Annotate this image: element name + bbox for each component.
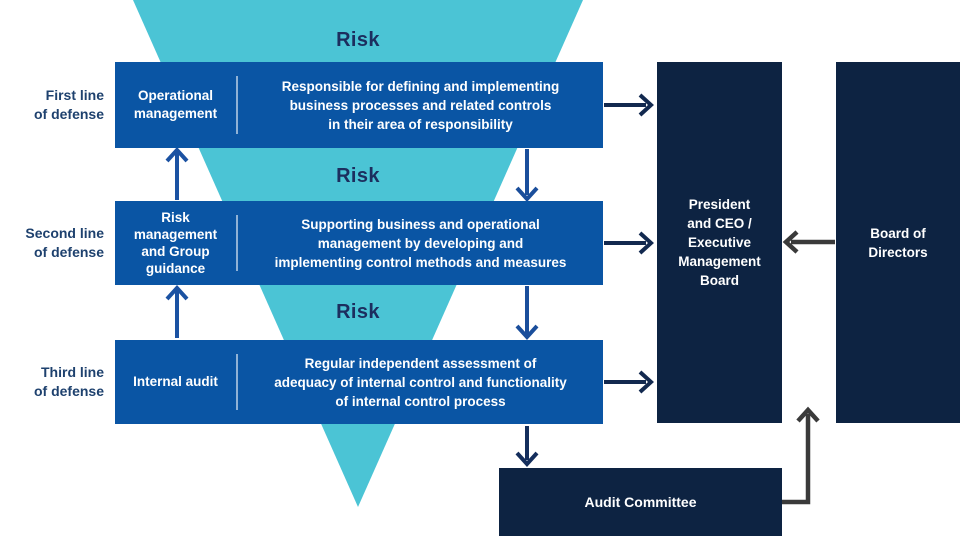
board-of-directors-box: Board of Directors bbox=[836, 62, 960, 423]
arrow-down-line1-to-line2 bbox=[515, 149, 539, 202]
defense-line-row-1: Operational management Responsible for d… bbox=[115, 62, 603, 148]
audit-committee-box: Audit Committee bbox=[499, 468, 782, 536]
row-3-title: Internal audit bbox=[133, 374, 218, 389]
arrow-left-board-to-president bbox=[782, 230, 835, 254]
row-1-title: Operational management bbox=[133, 88, 218, 121]
arrow-down-line2-to-line3 bbox=[515, 286, 539, 340]
side-label-second-line: Second line of defense bbox=[25, 225, 104, 260]
risk-label-3: Risk bbox=[336, 301, 380, 323]
row-2-description: Supporting business and operational mana… bbox=[274, 216, 567, 270]
risk-label-2: Risk bbox=[336, 165, 380, 187]
defense-line-row-3: Internal audit Regular independent asses… bbox=[115, 340, 603, 424]
arrow-up-line3-to-line2 bbox=[165, 285, 189, 338]
arrow-right-line3-to-president bbox=[604, 370, 654, 394]
divider bbox=[236, 354, 238, 410]
president-ceo-box: President and CEO / Executive Management… bbox=[657, 62, 782, 423]
divider bbox=[236, 215, 238, 271]
risk-label-1: Risk bbox=[336, 29, 380, 51]
defense-line-row-2: Risk management and Group guidance Suppo… bbox=[115, 201, 603, 285]
row-2-title: Risk management and Group guidance bbox=[133, 210, 218, 276]
side-label-third-line: Third line of defense bbox=[33, 364, 104, 399]
divider bbox=[236, 76, 238, 134]
arrow-up-line2-to-line1 bbox=[165, 147, 189, 200]
arrow-down-line3-to-audit bbox=[515, 426, 539, 467]
arrow-right-line2-to-president bbox=[604, 231, 654, 255]
row-1-description: Responsible for defining and implementin… bbox=[281, 78, 560, 132]
side-label-first-line: First line of defense bbox=[33, 87, 104, 122]
row-3-description: Regular independent assessment of adequa… bbox=[274, 355, 567, 409]
arrow-elbow-audit-to-boards bbox=[782, 406, 820, 505]
arrow-right-line1-to-president bbox=[604, 93, 654, 117]
